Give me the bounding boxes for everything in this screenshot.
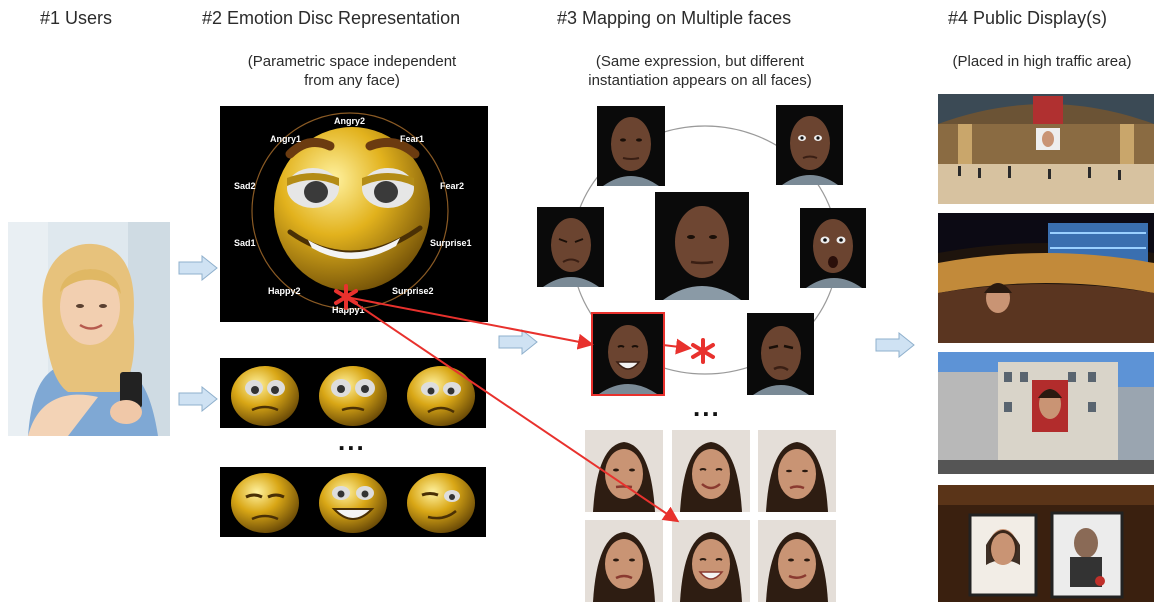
female-face [672, 430, 750, 512]
emoji-strip [220, 358, 486, 428]
subtitle-line: (Placed in high traffic area) [952, 53, 1132, 70]
face-disgust [747, 313, 814, 395]
subtitle-mapping: (Same expression, but different instanti… [555, 52, 845, 90]
subtitle-public-display: (Placed in high traffic area) [930, 52, 1154, 71]
flow-arrow-icon [498, 329, 538, 355]
disc-label-fear1: Fear1 [400, 134, 425, 144]
disc-label-fear2: Fear2 [440, 181, 465, 191]
disc-label-happy1: Happy1 [332, 305, 365, 315]
disc-label-happy2: Happy2 [268, 286, 301, 296]
display-photo-rotunda [938, 213, 1154, 343]
asterisk-marker-icon [334, 284, 358, 310]
disc-label-surprise1: Surprise1 [430, 238, 472, 248]
female-face [585, 520, 663, 602]
emoji-worried-icon [231, 366, 299, 426]
emoji-grin-icon [319, 473, 387, 533]
subtitle-line: from any face) [304, 72, 400, 89]
asterisk-marker-icon [691, 338, 715, 364]
subtitle-line: (Same expression, but different [595, 53, 805, 70]
disc-label-surprise2: Surprise2 [392, 286, 434, 296]
subtitle-line: instantiation appears on all faces) [588, 72, 812, 89]
flow-arrow-icon [178, 386, 218, 412]
emoji-shocked-icon [319, 366, 387, 426]
column-title-emotion-disc: #2 Emotion Disc Representation [202, 8, 461, 28]
face-fear [776, 105, 843, 185]
flow-arrow-icon [178, 255, 218, 281]
female-face-happy-selected [672, 520, 750, 602]
display-photo-building [938, 352, 1154, 474]
display-photo-station-hall [938, 94, 1154, 204]
face-center-neutral [655, 192, 749, 300]
disc-label-angry2: Angry2 [334, 116, 366, 126]
ellipsis-faces: ... [693, 392, 721, 422]
subtitle-emotion-disc: (Parametric space independent from any f… [212, 52, 492, 90]
display-photo-subway [938, 485, 1154, 602]
face-happy-selected [593, 314, 663, 394]
disc-label-angry1: Angry1 [270, 134, 302, 144]
subtitle-line: (Parametric space independent [247, 53, 457, 70]
emoji-sad-icon [407, 366, 475, 426]
emoji-strip [220, 467, 486, 537]
disc-label-sad2: Sad2 [234, 181, 256, 191]
flow-arrow-icon [875, 332, 915, 358]
emotion-disc: Angry2 Angry1 Fear1 Sad2 Fear2 Sad1 Surp… [220, 106, 488, 322]
face-neutral [597, 106, 665, 186]
face-sad [537, 207, 604, 287]
female-face [758, 520, 836, 602]
disc-label-sad1: Sad1 [234, 238, 256, 248]
ellipsis-emoji: ... [338, 426, 366, 456]
emoji-tired-icon [231, 473, 299, 533]
face-surprise [800, 208, 866, 288]
emoji-smirk-icon [407, 473, 475, 533]
column-title-mapping: #3 Mapping on Multiple faces [557, 8, 792, 28]
user-photo [8, 222, 170, 436]
female-face [758, 430, 836, 512]
column-title-users: #1 Users [40, 8, 113, 28]
column-title-public-display: #4 Public Display(s) [948, 8, 1108, 28]
